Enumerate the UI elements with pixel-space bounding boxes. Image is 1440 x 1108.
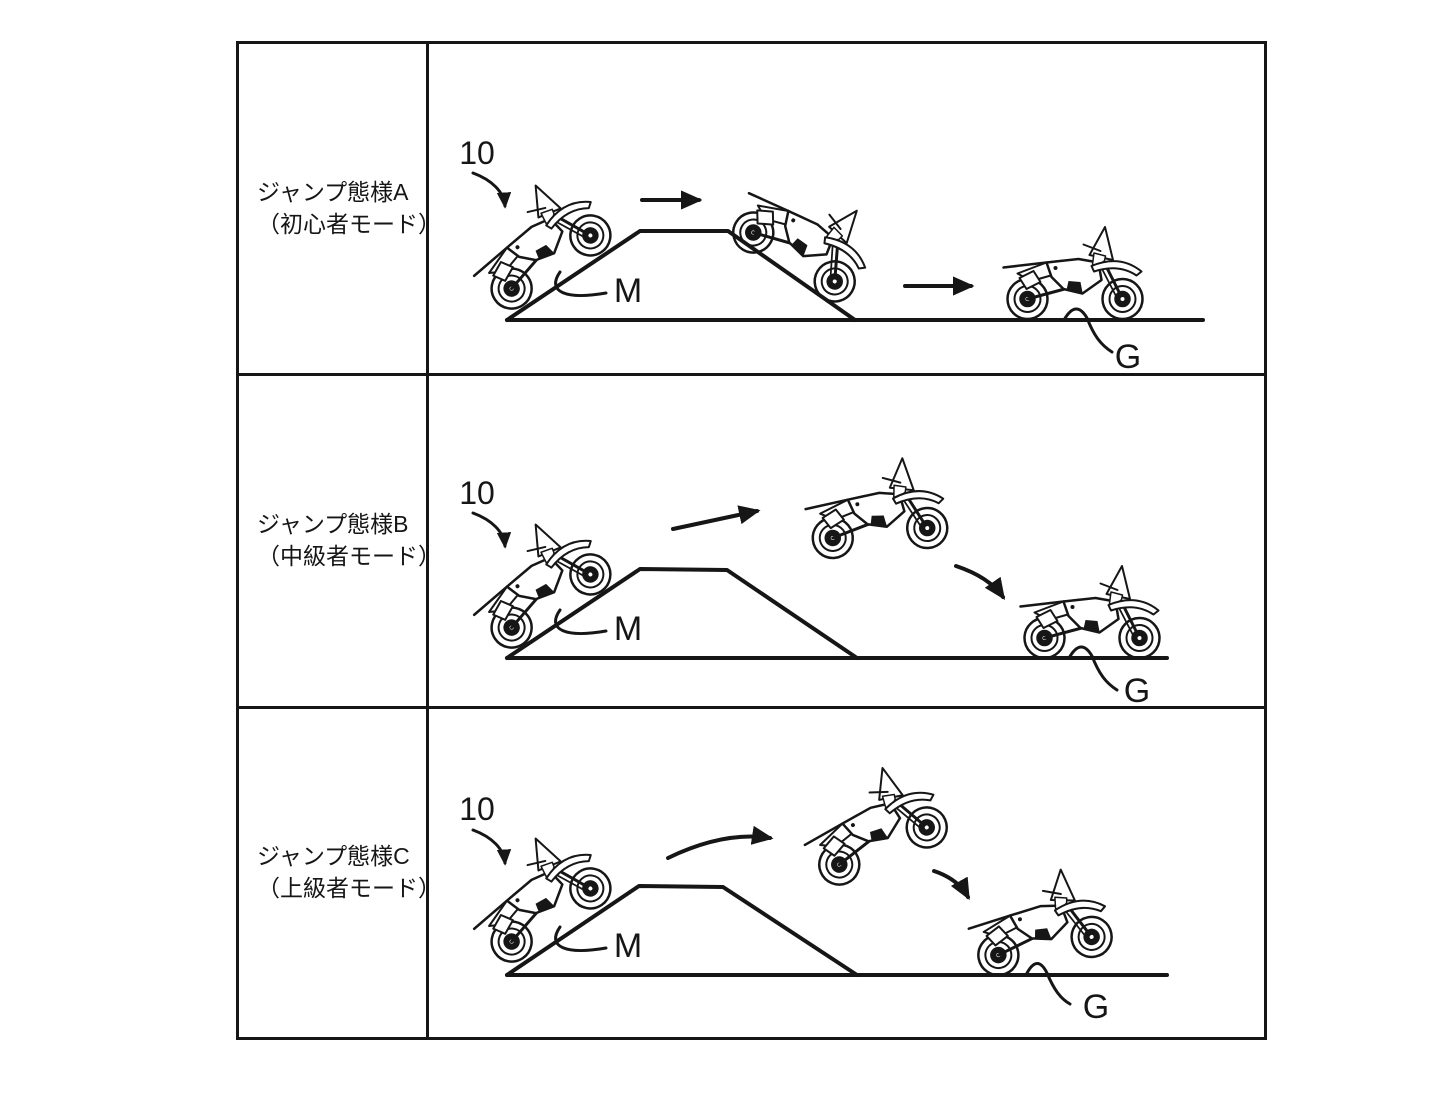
leader-arrow-icon (471, 511, 512, 549)
leader-line (1024, 962, 1072, 1006)
leader-arrow-icon (471, 828, 512, 866)
arrow-down-right-icon (954, 564, 1006, 600)
mode-b-title: ジャンプ態様B (257, 511, 409, 538)
ref-label-mound: M (614, 272, 642, 310)
ref-label-mound: M (614, 610, 642, 648)
arrow-curved-up-icon (666, 825, 774, 860)
leader-line (554, 270, 608, 297)
motorcycle-climbing-figure (449, 502, 620, 660)
mode-label-cell-a: ジャンプ態様A （初心者モード） (239, 44, 441, 373)
motorcycle-airborne-figure (787, 751, 955, 894)
arrow-up-right-icon (671, 505, 761, 531)
diagram-mode-b: 10 M G (449, 452, 1169, 710)
diagram-mode-c: 10 M G (449, 751, 1169, 1026)
mode-label-cell-c: ジャンプ態様C （上級者モード） (239, 709, 441, 1037)
jump-modes-table: ジャンプ態様A （初心者モード） ジャンプ態様B （中級者モード） ジャンプ態様… (236, 41, 1267, 1040)
ref-label-mound: M (614, 927, 642, 965)
mound-shape (505, 229, 857, 322)
mode-a-title: ジャンプ態様A (257, 178, 409, 205)
ref-label-ground: G (1124, 672, 1150, 710)
mode-label-cell-b: ジャンプ態様B （中級者モード） (239, 376, 441, 706)
diagram-mode-a: 10 M G (449, 135, 1205, 376)
leader-line (1067, 645, 1119, 692)
table-row-mode-b: ジャンプ態様B （中級者モード） (239, 373, 1264, 706)
leader-line (554, 608, 608, 635)
ref-label-ground: G (1115, 338, 1141, 376)
table-row-mode-c: ジャンプ態様C （上級者モード） (239, 706, 1264, 1037)
table-row-mode-a: ジャンプ態様A （初心者モード） (239, 44, 1264, 373)
motorcycle-landed-figure (1019, 564, 1161, 660)
ref-label-ground: G (1083, 988, 1109, 1026)
mode-a-subtitle: （初心者モード） (257, 210, 441, 237)
arrow-down-right-icon (932, 869, 970, 901)
motorcycle-airborne-figure (799, 452, 951, 562)
mound-shape (505, 884, 859, 977)
mound-shape (505, 567, 859, 660)
motorcycle-landing-figure (959, 860, 1117, 981)
mode-c-subtitle: （上級者モード） (257, 875, 441, 901)
mode-b-subtitle: （中級者モード） (257, 543, 441, 569)
leader-line (554, 925, 608, 952)
leader-arrow-icon (471, 171, 512, 209)
leader-line (1062, 307, 1114, 354)
ref-label-10: 10 (459, 135, 495, 171)
ref-label-10: 10 (459, 475, 495, 511)
ref-label-10: 10 (459, 791, 495, 827)
motorcycle-landed-figure (1002, 225, 1144, 321)
mode-c-title: ジャンプ態様C (257, 843, 410, 870)
